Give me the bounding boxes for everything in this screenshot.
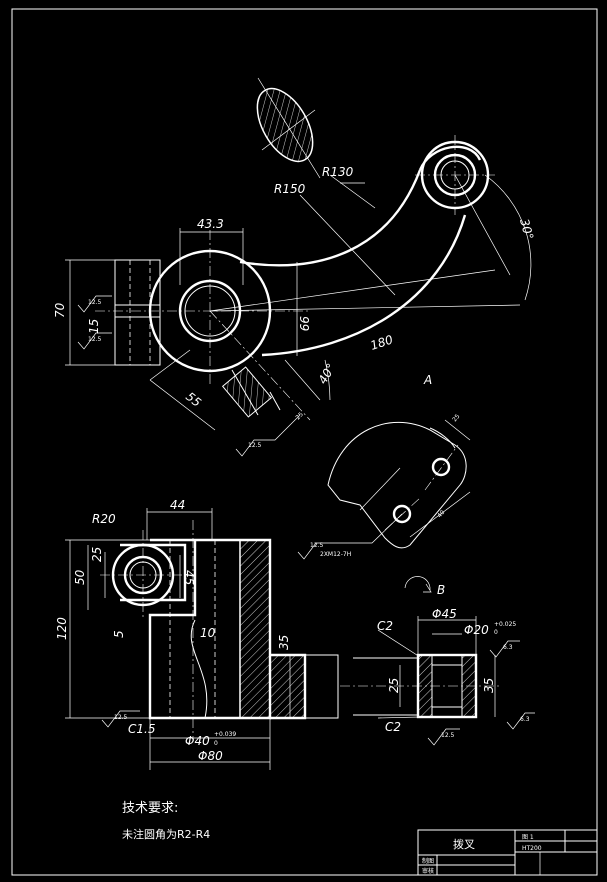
thread-spec: 2XM12-7H: [320, 551, 351, 558]
svg-text:12.5: 12.5: [88, 336, 102, 343]
dim-70: 70: [53, 302, 67, 318]
svg-text:Φ40: Φ40: [185, 734, 210, 748]
view-b-roughness-2: 12.5: [427, 728, 460, 746]
dim-15: 15: [87, 319, 101, 334]
tech-heading: 技术要求:: [122, 801, 178, 816]
front-dim-25: 25: [90, 547, 104, 562]
dim-25-top: 25: [294, 411, 304, 421]
dim-99: 99: [297, 316, 311, 331]
arm-upper-edge: [239, 169, 422, 267]
dim-r130: R130: [322, 165, 354, 179]
front-chamfer-c1-5: C1.5: [128, 722, 155, 736]
front-roughness-symbol: 12.5: [101, 710, 140, 728]
roughness-symbol-1: 12.5: [77, 295, 112, 313]
front-dim-5: 5: [112, 630, 126, 638]
top-left-block: [114, 259, 161, 366]
svg-text:0: 0: [214, 740, 218, 747]
view-a-dim-40: 40: [436, 509, 446, 519]
front-dim-50: 50: [73, 569, 87, 585]
front-dim-44: 44: [170, 498, 185, 512]
dim-angle-40: 40°: [315, 361, 338, 386]
view-a-hole-2: [392, 504, 412, 524]
roughness-symbol-3: 12.5: [235, 414, 301, 457]
front-dim-r20: R20: [92, 512, 116, 526]
title-sheet: 图 1: [522, 834, 534, 841]
section-ellipse: [256, 87, 314, 163]
title-material: HT200: [522, 845, 542, 852]
front-dim-phi80: Φ80: [198, 749, 223, 763]
svg-text:6.3: 6.3: [520, 716, 530, 723]
view-a: A 25 40 12.5 2XM12-7H: [297, 373, 471, 560]
view-a-dim-25: 25: [451, 413, 461, 423]
view-b-dim-phi20: Φ20 +0.025 0: [464, 621, 516, 637]
roughness-symbol-2: 12.5: [77, 332, 112, 350]
thread-callout: 12.5 2XM12-7H: [297, 513, 403, 560]
dim-43-3: 43.3: [197, 217, 224, 231]
title-block: 拨叉 图 1 HT200 制图 审核: [417, 829, 598, 876]
svg-text:12.5: 12.5: [441, 732, 455, 739]
view-b: B Φ45 Φ20 +0.025 0 C2 C2 25 35 6.3: [340, 576, 535, 746]
dim-55: 55: [183, 389, 204, 409]
svg-text:Φ20: Φ20: [464, 623, 489, 637]
view-a-hole-1: [431, 457, 451, 477]
front-dim-10: 10: [200, 626, 216, 640]
view-b-roughness-1: 6.3: [489, 640, 520, 658]
view-b-dim-phi45: Φ45: [432, 607, 457, 621]
dim-r150: R150: [274, 182, 306, 196]
title-designer: 制图: [422, 857, 434, 865]
title-checker: 审核: [422, 867, 434, 875]
tech-line-1: 未注圆角为R2-R4: [122, 827, 210, 841]
svg-text:12.5: 12.5: [88, 299, 102, 306]
dim-180: 180: [369, 332, 395, 353]
svg-text:12.5: 12.5: [248, 442, 262, 449]
view-b-dim-25: 25: [387, 678, 401, 693]
view-b-outline: [353, 657, 419, 716]
view-a-label: A: [423, 373, 432, 387]
svg-text:12.5: 12.5: [114, 714, 128, 721]
view-b-roughness-3: 6.3: [506, 712, 535, 730]
front-dim-45: 45: [182, 570, 196, 585]
svg-text:6.3: 6.3: [503, 644, 513, 651]
front-view: 44 R20 50 25 45 120 5 10 35 C1.5 Φ40 +0.…: [55, 498, 339, 770]
view-a-outline: [327, 421, 467, 549]
svg-text:0: 0: [494, 629, 498, 636]
title-part-name: 拨叉: [453, 837, 475, 851]
view-b-label: B: [437, 583, 445, 597]
svg-text:+0.025: +0.025: [494, 621, 516, 628]
front-dim-35: 35: [277, 635, 291, 650]
top-view: 43.3 70 99 15 R150 R130 180 30° 40° 55 2…: [53, 77, 536, 457]
svg-text:12.5: 12.5: [310, 542, 324, 549]
arm-lower-edge: [261, 214, 467, 357]
view-b-chamfer-top: C2: [377, 619, 393, 633]
front-dim-phi40: Φ40 +0.039 0: [185, 731, 236, 748]
view-b-dim-35: 35: [482, 678, 496, 693]
tech-requirements: 技术要求: 未注圆角为R2-R4: [122, 801, 210, 841]
front-dim-120: 120: [55, 617, 69, 640]
svg-text:+0.039: +0.039: [214, 731, 236, 738]
dim-angle-30: 30°: [517, 217, 536, 241]
drawing-border: [11, 8, 598, 876]
view-b-chamfer-bottom: C2: [385, 720, 401, 734]
